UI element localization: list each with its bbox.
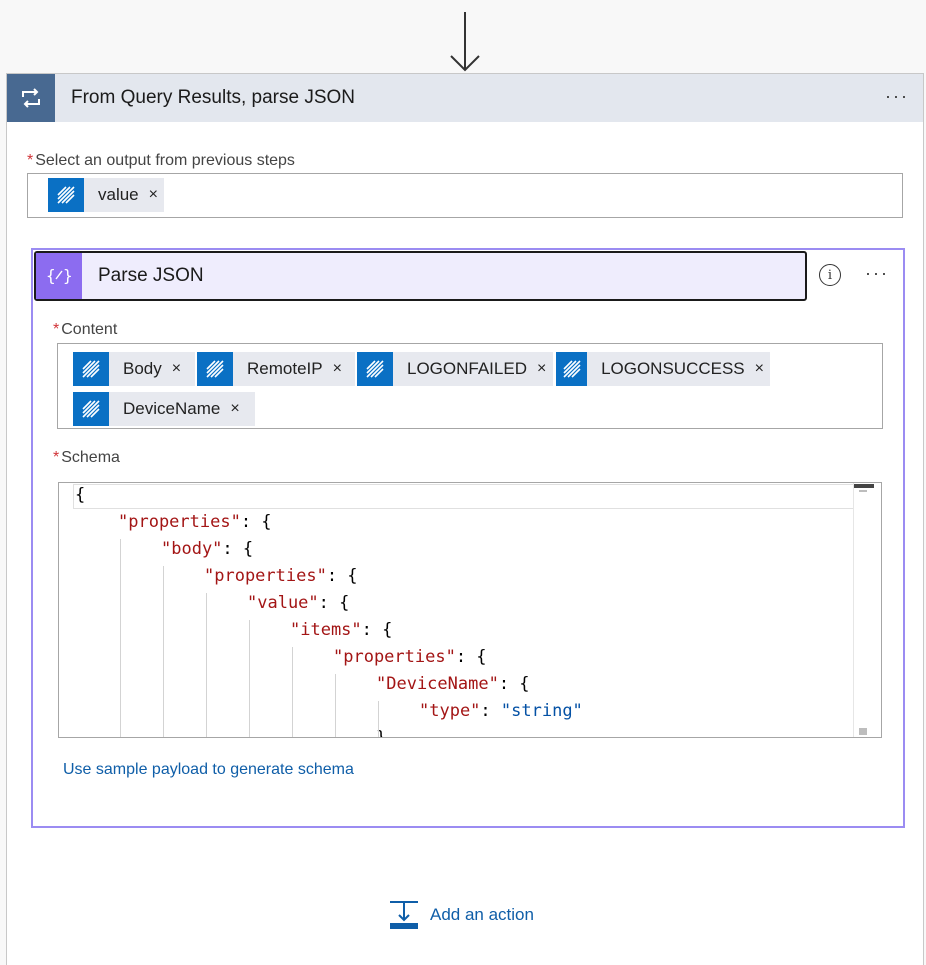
code-line: "body": { (161, 539, 254, 559)
indent-guide (378, 701, 379, 737)
token-logonfailed[interactable]: LOGONFAILED × (357, 352, 553, 386)
token-label: RemoteIP (247, 359, 323, 378)
token-label: DeviceName (123, 399, 221, 418)
indent-guide (335, 674, 336, 737)
svg-text:{: { (46, 266, 56, 285)
scrollbar-marker (859, 490, 867, 492)
required-asterisk: * (53, 449, 60, 466)
token-devicename[interactable]: DeviceName × (73, 392, 255, 426)
current-line-highlight (73, 484, 871, 509)
editor-scrollbar[interactable] (853, 483, 881, 737)
loop-icon (7, 74, 55, 122)
svg-text:}: } (63, 266, 72, 285)
azure-monitor-logs-icon (48, 178, 84, 212)
azure-monitor-logs-icon (197, 352, 233, 386)
add-step-icon (390, 901, 418, 929)
required-asterisk: * (53, 321, 60, 338)
token-remove-button[interactable]: × (332, 360, 342, 377)
indent-guide (206, 593, 207, 737)
output-field[interactable]: value × (27, 173, 903, 218)
code-line: "properties": { (118, 512, 272, 532)
indent-guide (163, 566, 164, 737)
azure-monitor-logs-icon (73, 392, 109, 426)
token-label: Body (123, 359, 162, 378)
add-action-button[interactable]: Add an action (388, 900, 534, 930)
token-remove-button[interactable]: × (754, 360, 764, 377)
add-action-label: Add an action (430, 905, 534, 924)
code-line: "items": { (290, 620, 393, 640)
token-label: value (98, 185, 139, 204)
indent-guide (292, 647, 293, 737)
foreach-more-button[interactable]: ··· (885, 86, 909, 106)
indent-guide (120, 539, 121, 737)
scrollbar-thumb[interactable] (854, 484, 874, 488)
arrow-down-icon (450, 12, 480, 72)
required-asterisk: * (27, 152, 34, 169)
code-line: "properties": { (204, 566, 358, 586)
output-field-label: *Select an output from previous steps (27, 152, 295, 169)
content-field[interactable]: Body × RemoteIP × LOGONFAILED × LOGONSUC… (57, 343, 883, 429)
code-line: "DeviceName": { (376, 674, 530, 694)
foreach-header[interactable]: From Query Results, parse JSON ··· (7, 74, 923, 122)
sample-payload-link[interactable]: Use sample payload to generate schema (63, 761, 354, 778)
code-line: { (75, 485, 86, 505)
token-label: LOGONSUCCESS (601, 359, 745, 378)
parse-json-title[interactable]: Parse JSON (98, 265, 204, 286)
schema-editor[interactable]: { "properties": { "body": { "properties": {… (58, 482, 882, 738)
foreach-title[interactable]: From Query Results, parse JSON (71, 87, 356, 108)
parse-json-card: { } Parse JSON i ··· *Content Body × Rem… (31, 248, 905, 828)
schema-field-label: *Schema (53, 449, 120, 466)
token-value[interactable]: value × (48, 178, 164, 212)
parse-more-button[interactable]: ··· (865, 263, 889, 283)
token-label: LOGONFAILED (407, 359, 527, 378)
token-body[interactable]: Body × (73, 352, 195, 386)
json-braces-icon: { } (36, 253, 82, 299)
token-remoteip[interactable]: RemoteIP × (197, 352, 355, 386)
parse-json-header[interactable]: { } Parse JSON (34, 251, 807, 301)
token-remove-button[interactable]: × (171, 360, 182, 377)
code-line: "type": "string" (419, 701, 583, 721)
token-remove-button[interactable]: × (230, 400, 240, 417)
token-remove-button[interactable]: × (148, 186, 158, 203)
code-line: "properties": { (333, 647, 487, 667)
indent-guide (249, 620, 250, 737)
azure-monitor-logs-icon (556, 352, 588, 386)
code-line: }, (376, 728, 397, 738)
azure-monitor-logs-icon (357, 352, 393, 386)
token-remove-button[interactable]: × (536, 360, 547, 377)
azure-monitor-logs-icon (73, 352, 109, 386)
code-line: "value": { (247, 593, 350, 613)
info-icon[interactable]: i (819, 264, 841, 286)
scrollbar-marker (859, 728, 867, 735)
token-logonsuccess[interactable]: LOGONSUCCESS × (556, 352, 770, 386)
content-field-label: *Content (53, 321, 118, 338)
